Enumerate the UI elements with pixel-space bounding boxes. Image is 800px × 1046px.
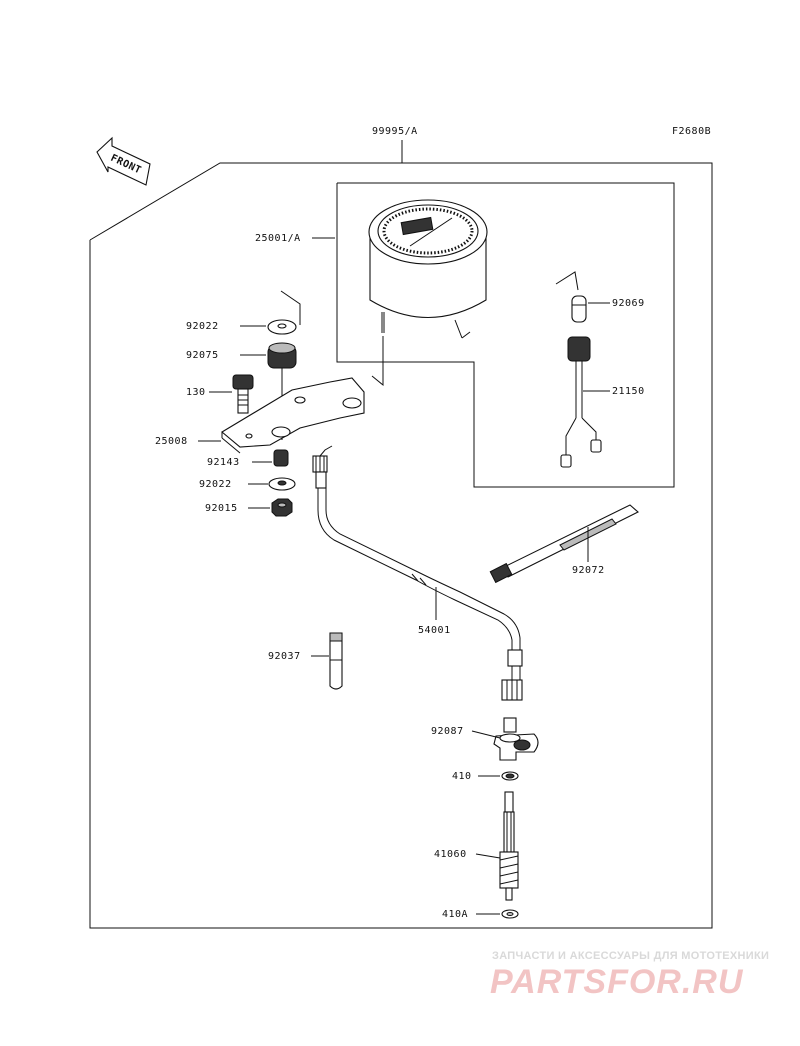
assembly-frame xyxy=(89,140,713,929)
part-label-92022-lower: 92022 xyxy=(199,479,232,490)
part-label-92087: 92087 xyxy=(431,726,464,737)
watermark-tagline: ЗАПЧАСТИ И АКСЕССУАРЫ ДЛЯ МОТОТЕХНИКИ xyxy=(492,950,770,962)
washer-410a-part xyxy=(501,909,519,919)
part-label-92072: 92072 xyxy=(572,565,605,576)
nut-92015-part xyxy=(271,498,293,517)
bolt-130-part xyxy=(232,374,254,414)
part-label-54001: 54001 xyxy=(418,625,451,636)
part-label-410a: 410A xyxy=(442,909,468,920)
speedometer-part xyxy=(368,199,488,339)
grommet-92075-part xyxy=(267,342,297,369)
gear-housing-92087-part xyxy=(493,717,539,761)
assembly-label: 99995/A xyxy=(372,126,418,137)
collar-92143-part xyxy=(273,449,289,467)
pinion-gear-41060-part xyxy=(499,791,519,901)
part-label-25001a: 25001/A xyxy=(255,233,301,244)
watermark-logo: PARTSFOR.RU xyxy=(490,963,744,1001)
washer-92022-lower-part xyxy=(268,477,296,491)
part-label-92069: 92069 xyxy=(612,298,645,309)
washer-410-part xyxy=(501,771,519,781)
part-label-25008: 25008 xyxy=(155,436,188,447)
part-label-92022-upper: 92022 xyxy=(186,321,219,332)
part-label-92015: 92015 xyxy=(205,503,238,514)
part-label-21150: 21150 xyxy=(612,386,645,397)
part-label-410: 410 xyxy=(452,771,472,782)
washer-92022-upper-part xyxy=(267,319,297,335)
speedometer-cable-part xyxy=(312,455,523,701)
band-92072-part xyxy=(489,504,639,584)
front-arrow-icon: FRONT xyxy=(96,136,151,186)
meter-subassembly-frame xyxy=(336,182,675,488)
clamp-92037-part xyxy=(329,632,343,690)
part-label-92075: 92075 xyxy=(186,350,219,361)
part-label-92143: 92143 xyxy=(207,457,240,468)
figure-code: F2680B xyxy=(672,126,711,137)
part-label-41060: 41060 xyxy=(434,849,467,860)
bulb-part xyxy=(571,295,587,323)
part-label-92037: 92037 xyxy=(268,651,301,662)
lamp-socket-part xyxy=(560,336,602,468)
part-label-130: 130 xyxy=(186,387,206,398)
bracket-25008-part xyxy=(221,377,365,454)
